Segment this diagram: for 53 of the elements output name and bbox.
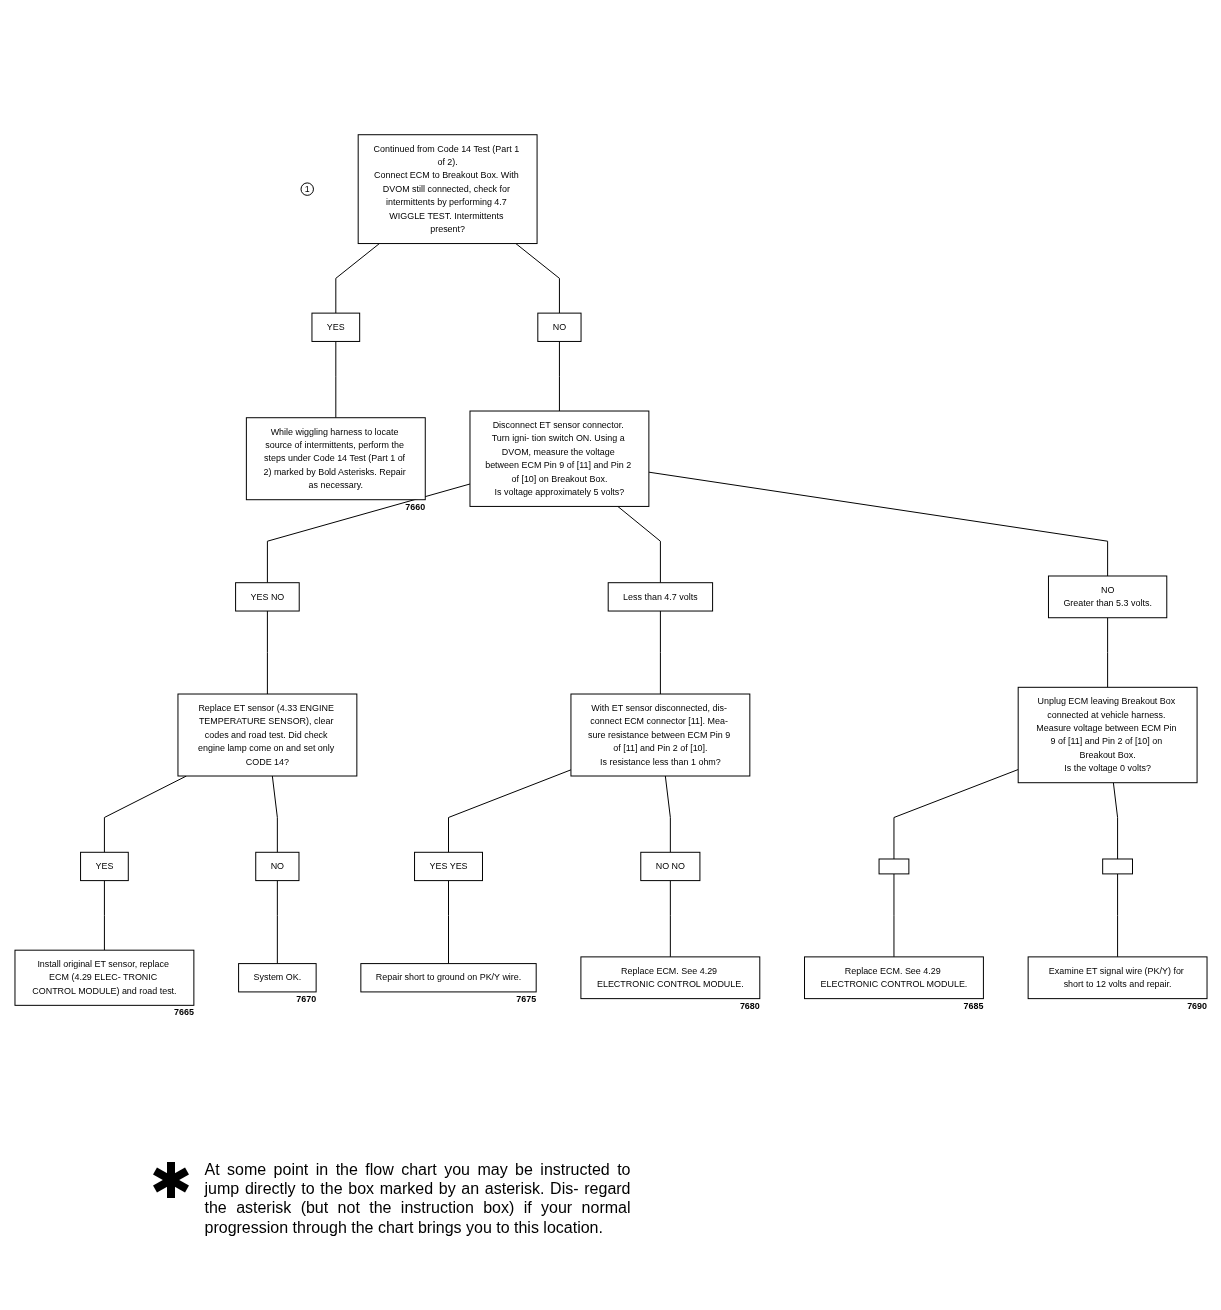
connector <box>892 873 894 958</box>
node-box: Repair short to ground on PK/Y wire. <box>359 963 537 993</box>
connector <box>447 769 571 853</box>
connector <box>266 483 470 584</box>
connector <box>616 505 661 584</box>
node-box: Install original ET sensor, replace ECM (4.29 ELEC- TRONIC CONTROL MODULE) and road test. <box>14 949 194 1006</box>
connector <box>103 880 105 951</box>
node-box: Continued from Code 14 Test (Part 1 of 2). Connect ECM to Breakout Box. With DVOM still connected, check for intermittents by performing 4.7 WIGGLE TEST. Intermittents present? <box>357 134 538 245</box>
connector <box>669 880 671 958</box>
node-box: Replace ECM. See 4.29 ELECTRONIC CONTROL MODULE. <box>579 956 760 1000</box>
node-box: NO NO <box>639 851 700 882</box>
node-box: Replace ET sensor (4.33 ENGINE TEMPERATURE SENSOR), clear codes and road test. Did check engine lamp come on and set only CODE 14? <box>176 693 357 777</box>
connector <box>659 610 661 695</box>
connector <box>271 775 278 853</box>
node-box: With ET sensor disconnected, dis- connect ECM connector [11]. Mea- sure resistance between ECM Pin 9 of [11] and Pin 2 of [10]. Is resistance less than 1 ohm? <box>569 693 750 777</box>
connector <box>334 340 336 419</box>
footnote-text: At some point in the flow chart you may be instructed to jump directly to the box marked by an asterisk. Dis- regard the asterisk (but not the instruction box) if your normal progression through the chart brings you to this location. <box>204 1160 631 1237</box>
node-box: Replace ECM. See 4.29 ELECTRONIC CONTROL MODULE. <box>803 956 984 1000</box>
figure-number: 7665 <box>173 1007 194 1018</box>
figure-number: 7685 <box>963 1000 983 1011</box>
node-box: NO <box>536 312 582 342</box>
connector <box>664 775 671 853</box>
connector <box>514 243 560 314</box>
node-box: Unplug ECM leaving Breakout Box connected at vehicle harness. Measure voltage between ECM Pin 9 of [11] and Pin 2 of [10] on Breakout Box. Is the voltage 0 volts? <box>1017 686 1198 784</box>
figure-number: 7680 <box>739 1000 760 1011</box>
connector <box>447 880 449 965</box>
figure-number: 7670 <box>295 993 316 1004</box>
figure-number: 7660 <box>404 501 425 512</box>
node-box: Disconnect ET sensor connector. Turn igni- tion switch ON. Using a DVOM, measure the voltage between ECM Pin 9 of [11] and Pin 2 of [10] on Breakout Box. Is voltage approximately 5 volts? <box>469 410 649 507</box>
connector <box>1116 873 1118 958</box>
node-box: NO Greater than 5.3 volts. <box>1047 575 1167 619</box>
connector <box>266 610 268 695</box>
node-box: Less than 4.7 volts <box>607 582 713 612</box>
connector <box>892 769 1019 860</box>
figure-number: 7675 <box>515 993 536 1004</box>
figure-number: 7690 <box>1186 1000 1207 1011</box>
node-box <box>1101 858 1133 875</box>
connector <box>558 340 560 412</box>
node-box: YES <box>310 312 360 342</box>
connector <box>647 471 1108 577</box>
node-box <box>878 858 909 875</box>
node-circle: 1 <box>300 182 314 196</box>
node-box: NO <box>254 851 299 882</box>
connector <box>1112 782 1118 860</box>
node-box: Examine ET signal wire (PK/Y) for short to 12 volts and repair. <box>1027 956 1207 1000</box>
node-box: YES NO <box>234 582 300 612</box>
node-box: YES <box>79 851 129 882</box>
connector <box>276 880 278 965</box>
node-box: System OK. <box>237 963 317 993</box>
node-box: While wiggling harness to locate source of intermittents, perform the steps under Code 14 Test (Part 1 of 2) marked by Bold Asterisks. Repair as necessary. <box>245 417 426 501</box>
node-box: YES YES <box>413 851 483 882</box>
connector <box>1106 617 1108 688</box>
connector <box>334 243 380 314</box>
